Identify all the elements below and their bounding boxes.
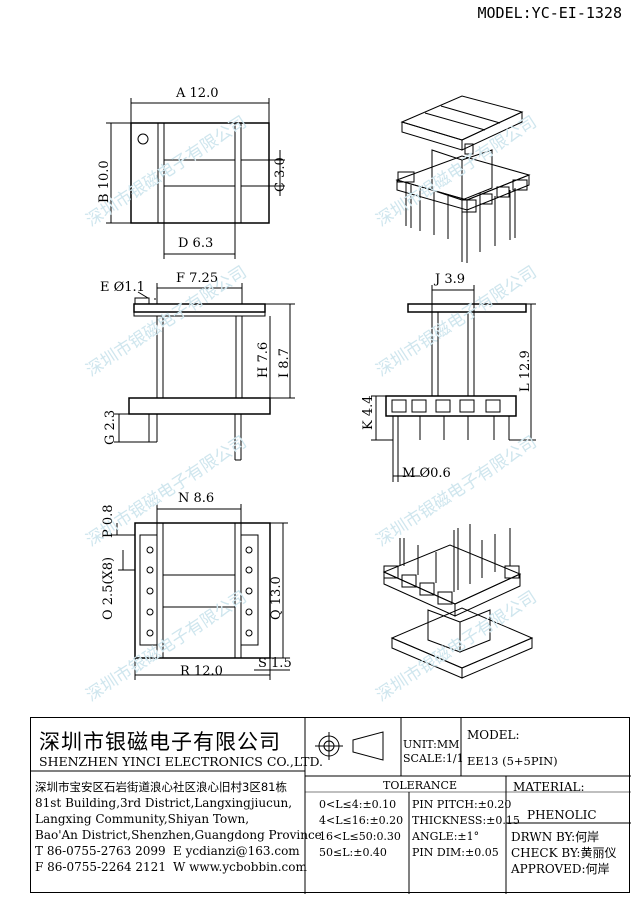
- dim-l: L 12.9: [518, 350, 533, 392]
- unit: UNIT:MM: [403, 738, 460, 751]
- material-label: MATERIAL:: [513, 780, 585, 794]
- top-view: [106, 98, 285, 259]
- website[interactable]: W www.ycbobbin.com: [173, 860, 307, 874]
- isometric-view-top: [395, 95, 531, 263]
- dim-b: B 10.0: [97, 160, 112, 203]
- dim-s: S 1.5: [258, 656, 292, 671]
- dim-n: N 8.6: [178, 491, 215, 506]
- telephone: T 86-0755-2763 2099: [35, 844, 166, 858]
- dim-o: O 2.5(X8): [101, 556, 116, 620]
- address-en-3: Bao'An District,Shenzhen,Guangdong Provi…: [35, 828, 322, 842]
- dim-q: Q 13.0: [269, 576, 284, 620]
- drawn-by: DRWN BY:何岸: [511, 830, 600, 844]
- dim-p: P 0.8: [101, 504, 116, 538]
- scale: SCALE:1/1: [403, 752, 464, 765]
- dim-g: G 2.3: [103, 409, 118, 445]
- tolerance-3: 16<L≤50:0.30: [319, 830, 401, 843]
- dim-k: K 4.4: [361, 395, 376, 430]
- dim-f: F 7.25: [176, 271, 219, 286]
- address-en-2: Langxing Community,Shiyan Town,: [35, 812, 250, 826]
- side-view: [371, 285, 536, 482]
- company-name-cn: 深圳市银磁电子有限公司: [39, 730, 281, 754]
- pin-pitch: PIN PITCH:±0.20: [412, 798, 512, 811]
- tolerance-2: 4<L≤16:±0.20: [319, 814, 404, 827]
- title-block-grid: [31, 718, 631, 894]
- approved-by: APPROVED:何岸: [511, 862, 610, 876]
- dim-c: C 3.0: [273, 157, 288, 192]
- thickness: THICKNESS:±0.15: [412, 814, 520, 827]
- material-value: PHENOLIC: [527, 808, 597, 822]
- email[interactable]: E ycdianzi@163.com: [173, 844, 300, 858]
- fax: F 86-0755-2264 2121: [35, 860, 166, 874]
- check-by: CHECK BY:黄丽仪: [511, 846, 617, 860]
- pin-dim: PIN DIM:±0.05: [412, 846, 499, 859]
- tolerance-4: 50≤L:±0.40: [319, 846, 387, 859]
- model-label: MODEL:: [467, 728, 520, 742]
- angle: ANGLE:±1°: [412, 830, 480, 843]
- dim-r: R 12.0: [180, 664, 223, 679]
- dim-m: M Ø0.6: [402, 466, 451, 481]
- dim-e: E Ø1.1: [100, 280, 145, 295]
- address-cn: 深圳市宝安区石岩街道浪心社区浪心旧村3区81栋: [35, 780, 287, 794]
- company-name-en: SHENZHEN YINCI ELECTRONICS CO.,LTD.: [39, 754, 324, 769]
- tolerance-title: TOLERANCE: [383, 779, 457, 792]
- dim-j: J 3.9: [435, 272, 466, 287]
- dim-h: H 7.6: [256, 341, 271, 378]
- bottom-view: [112, 504, 290, 680]
- tolerance-1: 0<L≤4:±0.10: [319, 798, 397, 811]
- model-value: EE13 (5+5PIN): [467, 754, 558, 768]
- model-header: MODEL:YC-EI-1328: [477, 4, 623, 22]
- address-en-1: 81st Building,3rd District,Langxingjiucu…: [35, 796, 293, 810]
- title-block: 深圳市银磁电子有限公司 SHENZHEN YINCI ELECTRONICS C…: [30, 717, 631, 894]
- front-view: [114, 283, 295, 461]
- dim-i: I 8.7: [277, 348, 292, 378]
- dim-d: D 6.3: [178, 236, 214, 251]
- dim-a: A 12.0: [176, 86, 219, 101]
- isometric-view-bottom: [382, 524, 534, 679]
